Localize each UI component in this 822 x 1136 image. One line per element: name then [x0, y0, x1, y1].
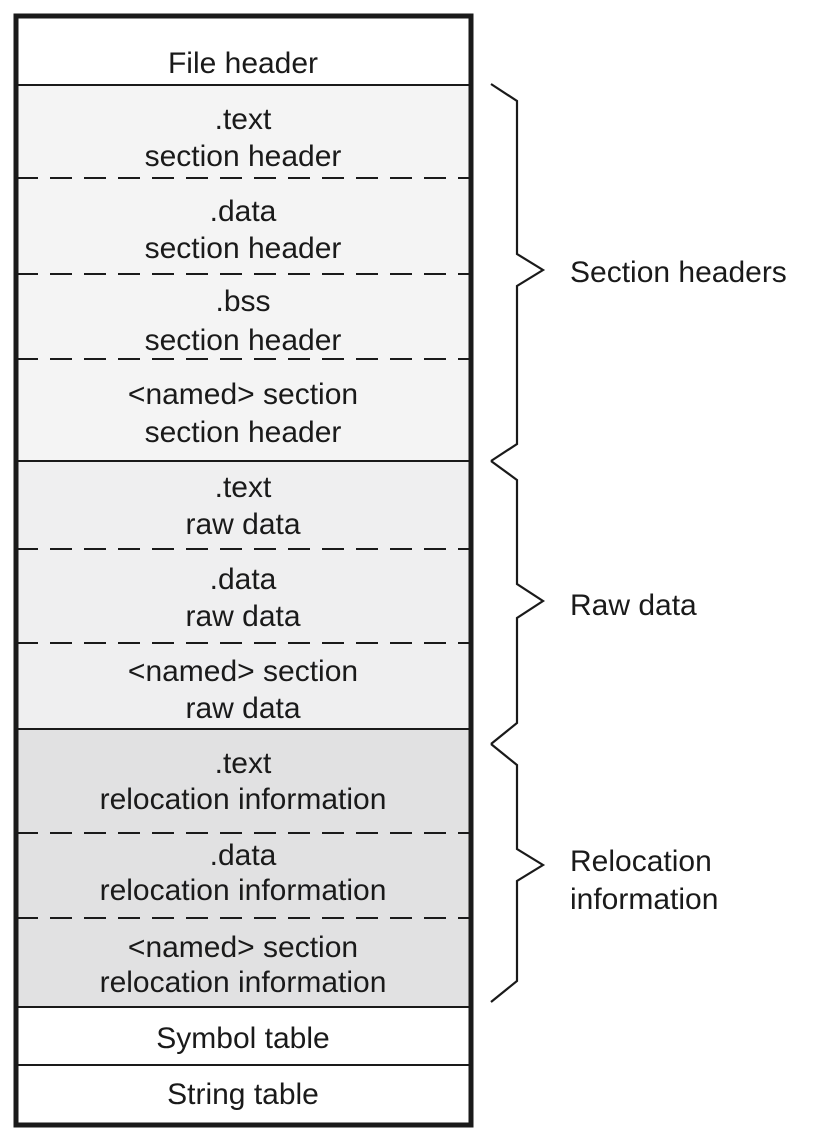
raw-data-named-line1: <named> section: [128, 655, 358, 688]
raw-data-text-line1: .text: [215, 471, 272, 504]
file-header-block: [16, 16, 471, 85]
relocation-text-line2: relocation information: [100, 783, 387, 816]
string-table-block: [16, 1065, 471, 1125]
raw-data-block: [16, 461, 471, 729]
string-table-label: String table: [167, 1078, 319, 1111]
section-header-bss-line2: section header: [145, 324, 342, 357]
relocation-label-line1: Relocation: [570, 845, 712, 878]
relocation-data-line1: .data: [210, 839, 277, 872]
section-headers-label: Section headers: [570, 256, 787, 289]
relocation-label-line2: information: [570, 883, 718, 916]
raw-data-text-line2: raw data: [185, 508, 300, 541]
section-header-text-line1: .text: [215, 103, 272, 136]
raw-data-named-line2: raw data: [185, 692, 300, 725]
file-outline: [13, 13, 474, 1128]
solid-separators: [16, 84, 471, 1066]
relocation-named-line2: relocation information: [100, 966, 387, 999]
relocation-block: [16, 729, 471, 1007]
section-header-data-line1: .data: [210, 195, 277, 228]
symbol-table-block: [16, 1007, 471, 1065]
symbol-table-label: Symbol table: [156, 1022, 329, 1055]
section-headers-brace: [490, 83, 546, 462]
dashed-separators: [16, 177, 471, 919]
section-header-named-line1: <named> section: [128, 378, 358, 411]
section-header-data-line2: section header: [145, 232, 342, 265]
relocation-named-line1: <named> section: [128, 931, 358, 964]
section-header-text-line2: section header: [145, 140, 342, 173]
relocation-data-line2: relocation information: [100, 874, 387, 907]
raw-data-data-line1: .data: [210, 563, 277, 596]
section-header-named-line2: section header: [145, 416, 342, 449]
relocation-brace: [490, 743, 546, 1003]
relocation-text-line1: .text: [215, 747, 272, 780]
raw-data-label: Raw data: [570, 589, 697, 622]
raw-data-brace: [490, 460, 546, 745]
raw-data-data-line2: raw data: [185, 600, 300, 633]
file-header-label: File header: [168, 47, 318, 80]
section-header-bss-line1: .bss: [215, 285, 270, 318]
